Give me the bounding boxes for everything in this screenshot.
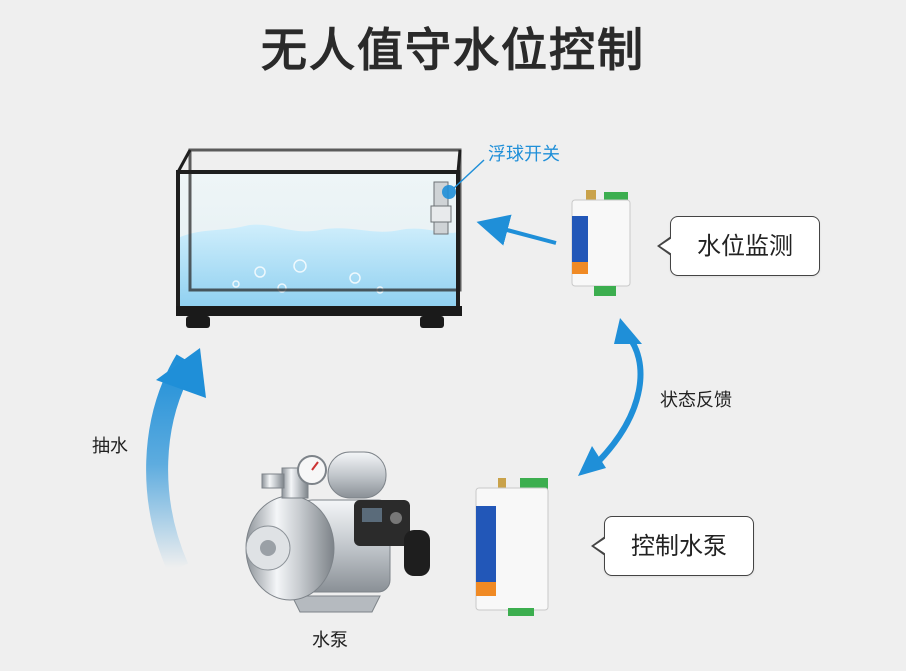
- water-pump-label: 水泵: [312, 630, 348, 651]
- pump-water-label: 抽水: [92, 436, 128, 457]
- arrow-pump-to-tank: [146, 354, 196, 573]
- pump-controller-device: [475, 478, 549, 616]
- water-pump: [245, 451, 430, 613]
- aquarium: [176, 148, 462, 328]
- float-switch-leader: [453, 159, 485, 189]
- level-monitor-label: 水位监测: [697, 232, 793, 260]
- arrow-status-feedback-head-down: [578, 446, 606, 476]
- arrow-status-feedback-head-up: [614, 318, 642, 344]
- arrow-monitor-to-tank: [476, 214, 557, 246]
- level-monitor-device: [571, 190, 631, 296]
- float-switch-label: 浮球开关: [488, 144, 560, 165]
- page-title: 无人值守水位控制: [261, 23, 645, 77]
- pump-control-bubble: 控制水泵: [591, 516, 754, 576]
- pump-control-label: 控制水泵: [631, 532, 727, 560]
- arrow-status-feedback: [595, 334, 644, 465]
- status-feedback-label: 状态反馈: [660, 390, 732, 411]
- arrow-pump-to-tank-head: [156, 348, 206, 398]
- level-monitor-bubble: 水位监测: [657, 216, 820, 276]
